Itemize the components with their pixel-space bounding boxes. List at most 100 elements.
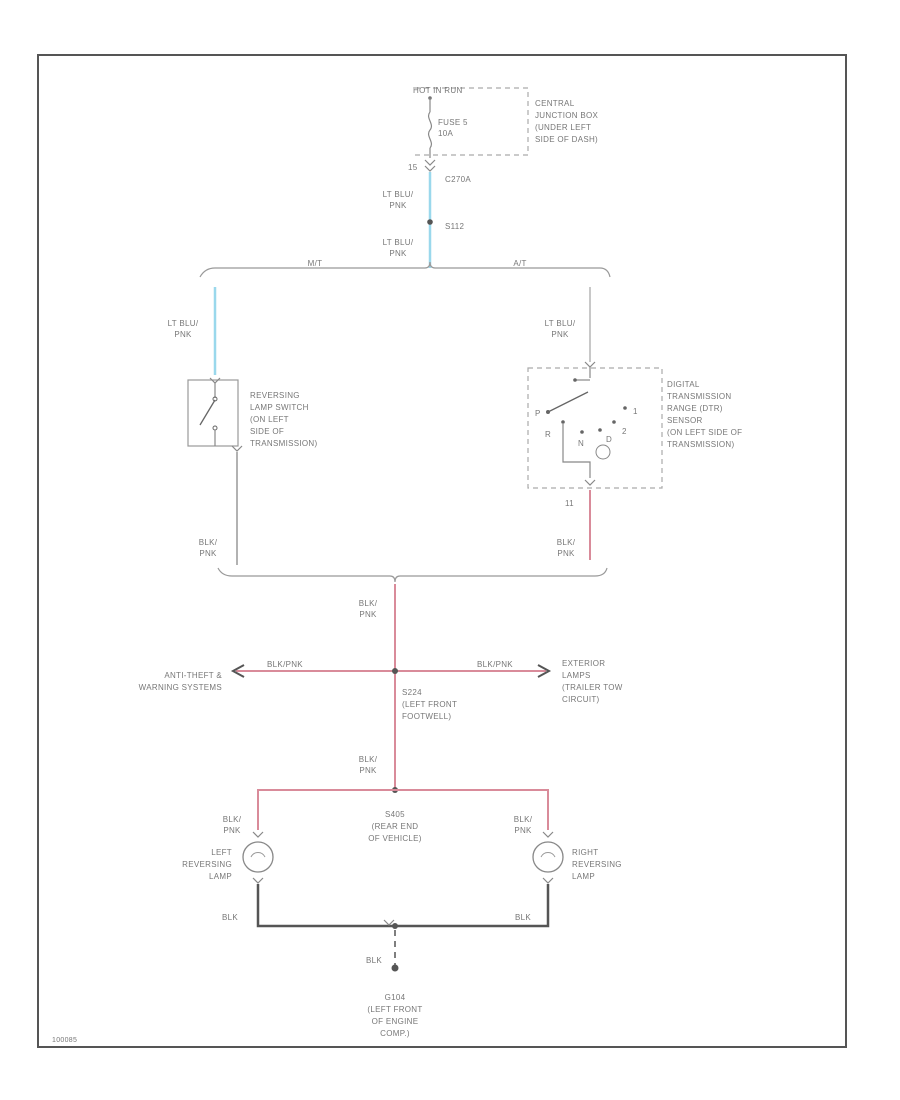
arrow-left-anti-theft-icon bbox=[230, 664, 245, 678]
wire-label-feed-1a: LT BLU/ bbox=[383, 190, 414, 199]
wire-label-blk-ground: BLK bbox=[366, 956, 382, 965]
right-lamp-label-1: RIGHT bbox=[572, 848, 598, 857]
left-lamp-connector-top bbox=[252, 831, 264, 838]
splice-s112-dot bbox=[427, 219, 433, 225]
wire-label-at-2b: PNK bbox=[557, 549, 575, 558]
dtr-contact-d bbox=[598, 428, 602, 432]
wire-label-cross-left: BLK/PNK bbox=[267, 660, 303, 669]
dtr-sensor-element bbox=[595, 444, 611, 460]
splice-s405-label-2: (REAR END bbox=[372, 822, 419, 831]
splice-s224-label-1: S224 bbox=[402, 688, 422, 697]
dtr-connector-top bbox=[584, 361, 596, 368]
option-brace-bottom bbox=[217, 567, 608, 583]
wire-label-feed-2a: LT BLU/ bbox=[383, 238, 414, 247]
ground-label-3: OF ENGINE bbox=[372, 1017, 419, 1026]
wire-label-feed-2b: PNK bbox=[389, 249, 407, 258]
branch-mt-label: M/T bbox=[308, 259, 323, 268]
dtr-label-6: TRANSMISSION) bbox=[667, 440, 734, 449]
arrow-right-exterior-lamps-icon bbox=[537, 664, 552, 678]
dtr-connector-bottom bbox=[584, 479, 596, 486]
splice-s224-label-2: (LEFT FRONT bbox=[402, 700, 457, 709]
exterior-lamps-label-1: EXTERIOR bbox=[562, 659, 605, 668]
ground-label-2: (LEFT FRONT bbox=[367, 1005, 422, 1014]
wire-label-feed-1b: PNK bbox=[389, 201, 407, 210]
ground-g104-icon bbox=[391, 964, 399, 972]
dtr-label-5: (ON LEFT SIDE OF bbox=[667, 428, 742, 437]
diagram-id: 100085 bbox=[52, 1037, 77, 1044]
left-reversing-lamp: BLK/ PNK LEFT REVERSING LAMP bbox=[182, 815, 274, 884]
dtr-contact-p bbox=[546, 410, 550, 414]
wire-label-at-2a: BLK/ bbox=[557, 538, 576, 547]
reversing-switch-label-3: (ON LEFT bbox=[250, 415, 289, 424]
junction-box-label-3: (UNDER LEFT bbox=[535, 123, 591, 132]
wire-label-mt-1b: PNK bbox=[174, 330, 192, 339]
splice-s405-label-3: OF VEHICLE) bbox=[368, 834, 422, 843]
fuse-symbol bbox=[427, 111, 433, 149]
wire-label-mt-2a: BLK/ bbox=[199, 538, 218, 547]
wire-label-left-lamp-a: BLK/ bbox=[223, 815, 242, 824]
wire-label-mt-1a: LT BLU/ bbox=[168, 319, 199, 328]
exterior-lamps-label-4: CIRCUIT) bbox=[562, 695, 600, 704]
hot-in-run-label: HOT IN RUN bbox=[413, 86, 463, 95]
splice-s405-label-1: S405 bbox=[385, 810, 405, 819]
wire-label-right-lamp-b: PNK bbox=[514, 826, 532, 835]
right-reversing-lamp: BLK/ PNK RIGHT REVERSING LAMP bbox=[514, 815, 622, 884]
ground-connector-left bbox=[383, 919, 395, 926]
right-lamp-connector-top bbox=[542, 831, 554, 838]
splice-s224-dot bbox=[392, 668, 398, 674]
wire-label-right-lamp-a: BLK/ bbox=[514, 815, 533, 824]
reversing-switch-label-1: REVERSING bbox=[250, 391, 300, 400]
fuse-rating: 10A bbox=[438, 129, 453, 138]
junction-box-label-2: JUNCTION BOX bbox=[535, 111, 599, 120]
left-lamp-label-3: LAMP bbox=[209, 872, 232, 881]
anti-theft-label-1: ANTI-THEFT & bbox=[164, 671, 222, 680]
dtr-input-contact bbox=[573, 378, 577, 382]
fuse-label: FUSE 5 bbox=[438, 118, 468, 127]
pin-11-label: 11 bbox=[565, 499, 574, 508]
switch-connector-bottom bbox=[231, 445, 243, 452]
dtr-letter-n: N bbox=[578, 439, 584, 448]
wire-label-left-lamp-b: PNK bbox=[223, 826, 241, 835]
wire-label-trunk-2a: BLK/ bbox=[359, 755, 378, 764]
splice-s112-label: S112 bbox=[445, 222, 465, 231]
wire-label-blk-right: BLK bbox=[515, 913, 531, 922]
connector-c270a-label: C270A bbox=[445, 175, 471, 184]
wire-label-at-1a: LT BLU/ bbox=[545, 319, 576, 328]
wire-label-trunk-1a: BLK/ bbox=[359, 599, 378, 608]
right-lamp-filament bbox=[540, 852, 556, 858]
digital-transmission-range-sensor: P R N D 2 1 DIGITAL TRANSMISSION RANGE (… bbox=[527, 361, 742, 489]
left-lamp-bulb-icon bbox=[242, 841, 274, 873]
branch-at-label: A/T bbox=[513, 259, 526, 268]
dtr-label-2: TRANSMISSION bbox=[667, 392, 732, 401]
left-lamp-filament bbox=[250, 852, 266, 858]
rear-lamp-feed-wire bbox=[257, 789, 549, 830]
reversing-switch-label-5: TRANSMISSION) bbox=[250, 439, 317, 448]
dtr-contact-r bbox=[561, 420, 565, 424]
right-lamp-connector-bottom bbox=[542, 877, 554, 884]
dtr-contact-1 bbox=[623, 406, 627, 410]
wire-label-blk-left: BLK bbox=[222, 913, 238, 922]
blk-ground-return-wire bbox=[256, 884, 550, 928]
splice-s224-label-3: FOOTWELL) bbox=[402, 712, 451, 721]
dtr-selector-arm bbox=[547, 391, 589, 413]
dtr-letter-d: D bbox=[606, 435, 612, 444]
exterior-lamps-label-3: (TRAILER TOW bbox=[562, 683, 623, 692]
junction-box-label-4: SIDE OF DASH) bbox=[535, 135, 598, 144]
ground-label-4: COMP.) bbox=[380, 1029, 410, 1038]
wire-label-at-1b: PNK bbox=[551, 330, 569, 339]
dtr-sensor-outline bbox=[527, 367, 663, 489]
dtr-letter-1: 1 bbox=[633, 407, 638, 416]
pin-15-label: 15 bbox=[408, 163, 418, 172]
dtr-label-3: RANGE (DTR) bbox=[667, 404, 723, 413]
ground-splice-dot bbox=[392, 923, 398, 929]
right-lamp-label-2: REVERSING bbox=[572, 860, 622, 869]
exterior-lamps-label-2: LAMPS bbox=[562, 671, 591, 680]
central-junction-box: HOT IN RUN FUSE 5 10A CENTRAL JUNCTION B… bbox=[413, 86, 599, 158]
dtr-letter-p: P bbox=[535, 409, 541, 418]
junction-box-label-1: CENTRAL bbox=[535, 99, 575, 108]
reversing-switch-label-4: SIDE OF bbox=[250, 427, 284, 436]
junction-box-outline bbox=[415, 87, 529, 156]
anti-theft-label-2: WARNING SYSTEMS bbox=[139, 683, 222, 692]
